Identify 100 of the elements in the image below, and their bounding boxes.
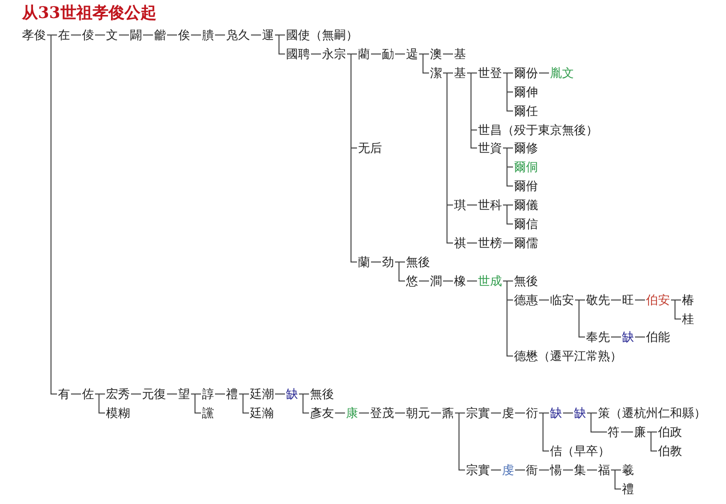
tree-connector (610, 470, 622, 490)
tree-connector (94, 394, 106, 414)
tree-connector (394, 262, 406, 282)
tree-connector (502, 148, 514, 186)
tree-connector (190, 34, 202, 36)
person-name: 爾佾 (514, 179, 538, 194)
tree-connector (394, 412, 406, 414)
person-name: 遈 (406, 46, 418, 61)
person-name: 爾伸 (514, 84, 538, 99)
person-name: 缺 (622, 330, 634, 344)
tree-connector (94, 34, 106, 36)
tree-connector (430, 412, 442, 414)
person-name: 爾任 (514, 104, 538, 118)
person-name: 勔 (382, 46, 394, 61)
person-name: 澳 (430, 46, 442, 61)
person-name: 永宗 (322, 46, 346, 61)
person-name: 禮 (622, 482, 634, 496)
person-name: 膭 (202, 28, 214, 42)
tree-connector (334, 412, 346, 414)
tree-connector (190, 394, 202, 414)
person-name: 衙 (526, 462, 538, 477)
person-name: 桂 (682, 312, 694, 326)
tree-connector (502, 204, 514, 224)
person-name: 世登 (478, 66, 502, 80)
person-name: 倰 (82, 28, 94, 42)
person-name: 基 (454, 66, 466, 80)
tree-connector (418, 280, 430, 282)
tree-connector (358, 412, 370, 414)
person-name: 模糊 (106, 406, 130, 420)
tree-connector (250, 34, 262, 36)
tree-connector (610, 336, 622, 338)
person-name: 凫久 (226, 28, 250, 42)
person-name: 奉先 (586, 330, 610, 344)
person-name: 伯教 (658, 444, 682, 458)
person-name: 德惠 (514, 292, 538, 307)
person-name: 羲 (622, 462, 634, 477)
person-name: 廷瀚 (250, 406, 274, 420)
person-name: 策（遷杭州仁和縣） (598, 406, 706, 420)
person-name: 集 (574, 462, 586, 477)
person-name: 元復 (142, 387, 166, 402)
person-name: 無後 (310, 387, 334, 402)
person-name: 缺 (574, 406, 586, 420)
tree-connector (502, 72, 514, 112)
person-name: 愓 (550, 462, 562, 477)
person-name: 世資 (478, 141, 502, 156)
tree-connector (670, 300, 682, 320)
tree-connector (490, 412, 502, 414)
tree-connector (298, 394, 310, 414)
tree-connector (466, 242, 478, 244)
person-name: 伯能 (646, 330, 670, 344)
person-name: 符 (608, 424, 620, 439)
person-name: 宗實 (466, 462, 490, 477)
person-name: 廉 (634, 424, 646, 439)
tree-connector (70, 34, 82, 36)
tree-connector (466, 204, 478, 206)
tree-connector (274, 34, 286, 54)
tree-connector (118, 34, 130, 36)
person-name: 虔 (502, 406, 514, 420)
tree-connector (454, 412, 466, 470)
tree-connector (214, 34, 226, 36)
person-name: 廷潮 (250, 387, 274, 402)
person-name: 宗實 (466, 406, 490, 420)
person-name: 闢 (130, 28, 142, 42)
person-name: 國聘 (286, 46, 310, 61)
person-name: 世科 (478, 198, 502, 212)
tree-connector (442, 280, 454, 282)
person-name: 爾信 (514, 217, 538, 231)
person-name: 宏秀 (106, 387, 130, 402)
person-name: 缺 (550, 406, 562, 420)
tree-connector (646, 432, 658, 452)
person-name: 爾儀 (514, 198, 538, 212)
person-name: 琪 (454, 198, 466, 212)
tree-connector (46, 34, 58, 394)
person-name: 孝俊 (22, 28, 46, 42)
tree-connector (238, 394, 250, 414)
person-name: 彥友 (310, 406, 334, 420)
person-name: 龤 (154, 28, 166, 42)
person-name: 有 (58, 387, 70, 402)
person-name: 椿 (682, 292, 694, 307)
person-name: 祺 (454, 236, 466, 250)
tree-connector (142, 34, 154, 36)
tree-connector (538, 72, 550, 74)
person-name: 無後 (406, 254, 430, 269)
person-name: 在 (58, 28, 70, 42)
tree-connector (574, 300, 586, 338)
tree-connector (586, 412, 608, 432)
person-name: 藺 (358, 46, 370, 61)
person-name: 缺 (286, 387, 298, 402)
tree-connector (562, 412, 574, 414)
tree-connector (502, 242, 514, 244)
person-name: 橡 (454, 274, 466, 288)
person-name: 朝元 (406, 406, 430, 420)
person-name: 衍 (526, 406, 538, 420)
person-name: 爾侗 (514, 160, 538, 174)
person-name: 悠 (406, 274, 418, 288)
person-name: 世成 (478, 274, 502, 288)
tree-connector (538, 412, 550, 452)
person-name: 临安 (550, 292, 574, 307)
tree-connector (514, 412, 526, 414)
person-name: 讜 (202, 406, 214, 420)
